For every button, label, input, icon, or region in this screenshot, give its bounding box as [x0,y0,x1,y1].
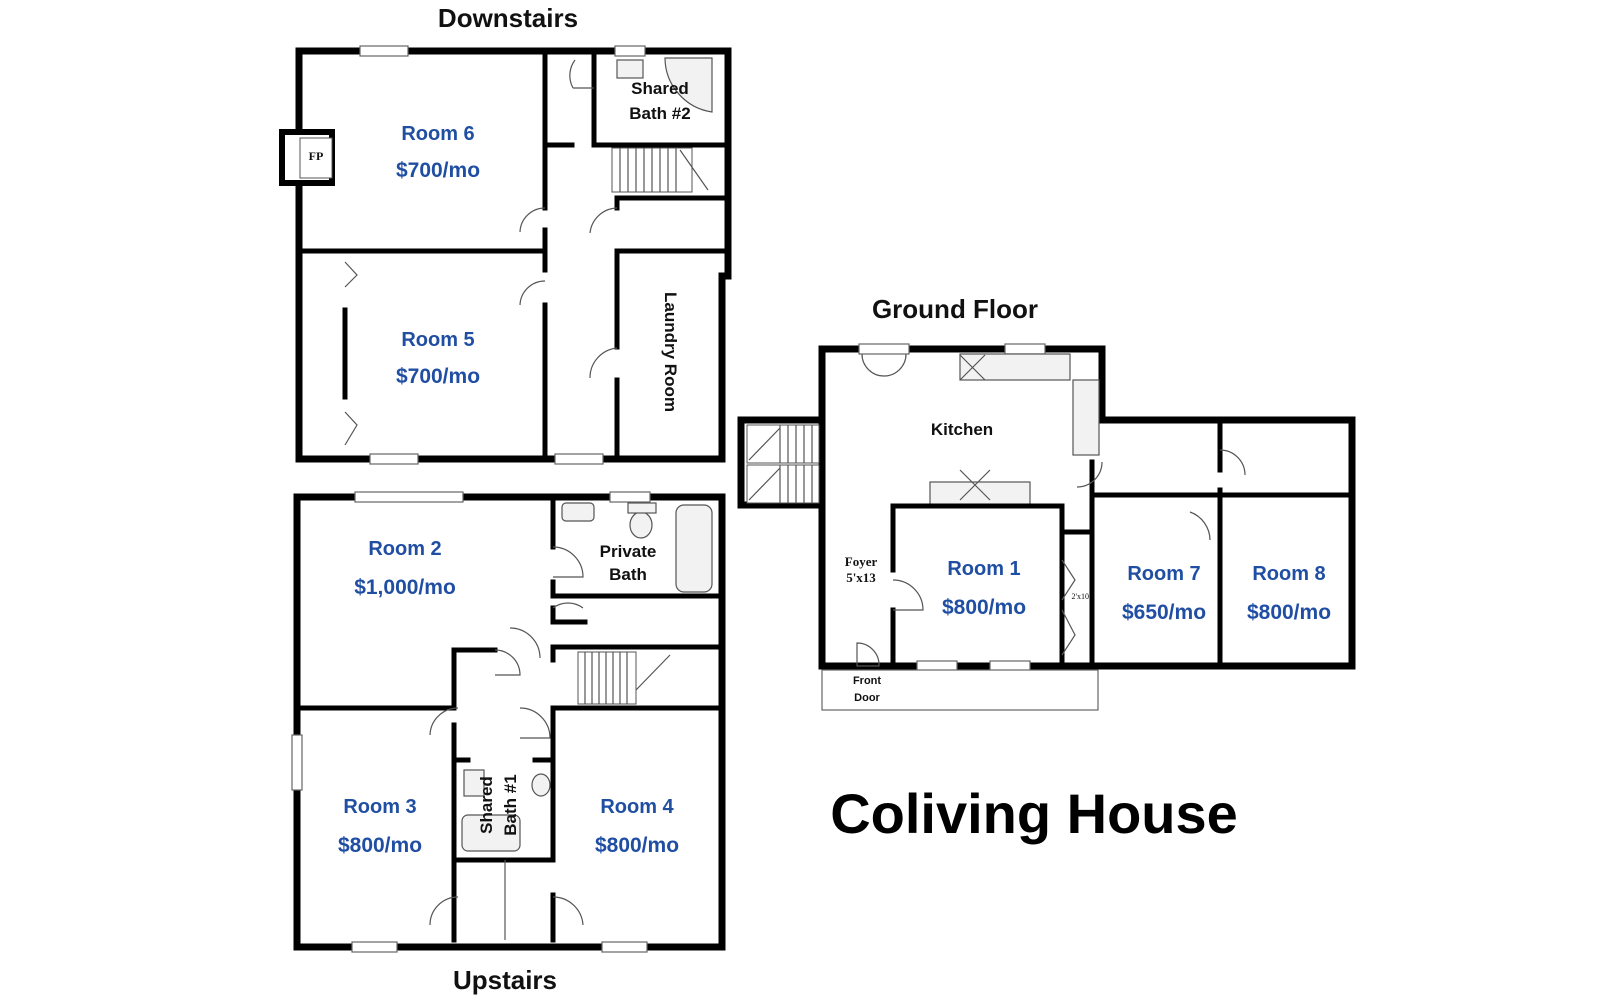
room-3-name: Room 3 [343,796,416,818]
room-7-price: $650/mo [1122,601,1206,624]
room-2-price: $1,000/mo [354,576,456,599]
room-2-name: Room 2 [368,538,441,560]
room-8-price: $800/mo [1247,601,1331,624]
room-1-price: $800/mo [942,596,1026,619]
room-4-name: Room 4 [600,796,674,818]
upstairs-plan: Room 2 $1,000/mo Room 3 $800/mo Room 4 $… [291,491,726,953]
room-3-price: $800/mo [338,834,422,857]
fireplace-label: FP [309,149,324,163]
front-door-label: Front [853,675,881,687]
ground-floor-plan: Kitchen Foyer 5'x13 Front Door 2'x10' Ro… [737,343,1356,711]
room-7-name: Room 7 [1127,563,1200,585]
page-title: Coliving House [830,782,1238,845]
room-6-name: Room 6 [401,123,474,145]
kitchen-label: Kitchen [931,420,993,439]
private-bath-label: Private [600,542,657,561]
room-5-price: $700/mo [396,365,480,388]
room-8-name: Room 8 [1252,563,1325,585]
ground-floor-heading: Ground Floor [872,294,1038,324]
closet-dimension-label: 2'x10' [1072,592,1091,601]
shared-bath-2-label: Shared [631,79,689,98]
upstairs-heading: Upstairs [453,965,557,995]
shared-bath-1-label-line2: Bath #1 [501,774,520,835]
foyer-size-label: 5'x13 [846,570,876,585]
private-bath-label-line2: Bath [609,565,647,584]
laundry-room-label: Laundry Room [661,292,680,412]
room-5-name: Room 5 [401,329,474,351]
room-4-price: $800/mo [595,834,679,857]
front-door-label-line2: Door [854,692,880,704]
foyer-label: Foyer [845,554,878,569]
shared-bath-1-label: Shared [477,776,496,834]
downstairs-heading: Downstairs [438,3,578,33]
downstairs-plan: FP Room 6 $700/mo Room 5 $700/mo Shared … [279,45,732,465]
room-6-price: $700/mo [396,159,480,182]
shared-bath-2-label-line2: Bath #2 [629,104,690,123]
room-1-name: Room 1 [947,558,1020,580]
